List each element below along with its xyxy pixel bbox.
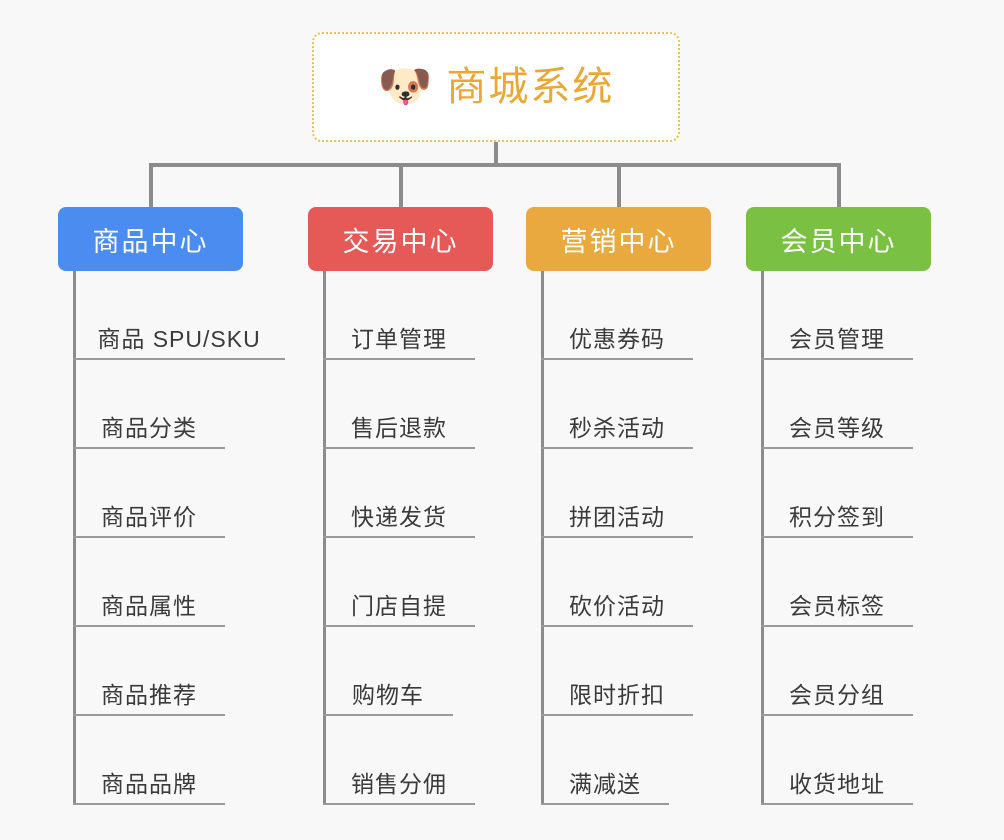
leaf-label: 限时折扣 [569, 681, 665, 708]
leaf-label: 秒杀活动 [569, 414, 665, 441]
leaf-label: 优惠券码 [569, 325, 665, 352]
leaf-label: 商品属性 [101, 592, 197, 619]
leaf-spine [73, 271, 76, 805]
leaf-label: 会员管理 [789, 325, 885, 352]
leaf-item[interactable]: 会员等级 [761, 360, 913, 449]
leaf-label: 商品品牌 [101, 770, 197, 797]
leaf-spine [323, 271, 326, 805]
leaf-label: 商品分类 [101, 414, 197, 441]
leaf-item[interactable]: 会员标签 [761, 538, 913, 627]
branch-box-1[interactable]: 商品中心 [58, 207, 243, 271]
leaf-label: 满减送 [569, 770, 641, 797]
leaf-label: 商品推荐 [101, 681, 197, 708]
branch-box-4[interactable]: 会员中心 [746, 207, 931, 271]
leaf-item[interactable]: 商品品牌 [73, 716, 225, 805]
leaf-label: 会员等级 [789, 414, 885, 441]
branch-box-2[interactable]: 交易中心 [308, 207, 493, 271]
leaf-item[interactable]: 商品推荐 [73, 627, 225, 716]
leaf-label: 会员标签 [789, 592, 885, 619]
branch-label: 会员中心 [780, 226, 897, 257]
leaf-spine [761, 271, 764, 805]
connector-drop-1 [148, 163, 153, 209]
leaf-label: 门店自提 [351, 592, 447, 619]
leaf-item[interactable]: 砍价活动 [541, 538, 693, 627]
leaf-item[interactable]: 拼团活动 [541, 449, 693, 538]
leaf-label: 订单管理 [351, 325, 447, 352]
leaf-item[interactable]: 商品 SPU/SKU [73, 271, 285, 360]
root-node[interactable]: 🐶 商城系统 [312, 32, 680, 142]
branch-label: 交易中心 [342, 226, 459, 257]
leaf-label: 积分签到 [789, 503, 885, 530]
leaf-item[interactable]: 积分签到 [761, 449, 913, 538]
leaf-item[interactable]: 销售分佣 [323, 716, 475, 805]
leaf-item[interactable]: 会员分组 [761, 627, 913, 716]
connector-drop-2 [398, 163, 403, 209]
leaf-label: 砍价活动 [569, 592, 665, 619]
leaf-item[interactable]: 订单管理 [323, 271, 475, 360]
connector-root-stem [494, 142, 498, 165]
connector-drop-3 [616, 163, 621, 209]
leaf-label: 拼团活动 [569, 503, 665, 530]
leaf-label: 快递发货 [351, 503, 447, 530]
leaf-spine [541, 271, 544, 805]
leaf-item[interactable]: 门店自提 [323, 538, 475, 627]
leaf-label: 售后退款 [351, 414, 447, 441]
branch-label: 商品中心 [92, 226, 209, 257]
shiba-dog-face-icon: 🐶 [377, 62, 433, 111]
leaf-item[interactable]: 收货地址 [761, 716, 913, 805]
connector-horizontal-bus [150, 163, 840, 167]
leaf-item[interactable]: 限时折扣 [541, 627, 693, 716]
leaf-item[interactable]: 售后退款 [323, 360, 475, 449]
root-title: 商城系统 [446, 65, 615, 109]
connector-drop-4 [836, 163, 841, 209]
leaf-item[interactable]: 购物车 [323, 627, 453, 716]
leaf-item[interactable]: 优惠券码 [541, 271, 693, 360]
leaf-label: 商品评价 [101, 503, 197, 530]
leaf-item[interactable]: 商品分类 [73, 360, 225, 449]
branch-label: 营销中心 [560, 226, 677, 257]
leaf-item[interactable]: 秒杀活动 [541, 360, 693, 449]
leaf-label: 收货地址 [789, 770, 885, 797]
leaf-label: 会员分组 [789, 681, 885, 708]
leaf-item[interactable]: 快递发货 [323, 449, 475, 538]
leaf-label: 购物车 [352, 681, 424, 708]
leaf-item[interactable]: 商品评价 [73, 449, 225, 538]
branch-box-3[interactable]: 营销中心 [526, 207, 711, 271]
leaf-item[interactable]: 会员管理 [761, 271, 913, 360]
leaf-label: 商品 SPU/SKU [97, 325, 261, 352]
leaf-item[interactable]: 商品属性 [73, 538, 225, 627]
leaf-label: 销售分佣 [351, 770, 447, 797]
leaf-item[interactable]: 满减送 [541, 716, 669, 805]
